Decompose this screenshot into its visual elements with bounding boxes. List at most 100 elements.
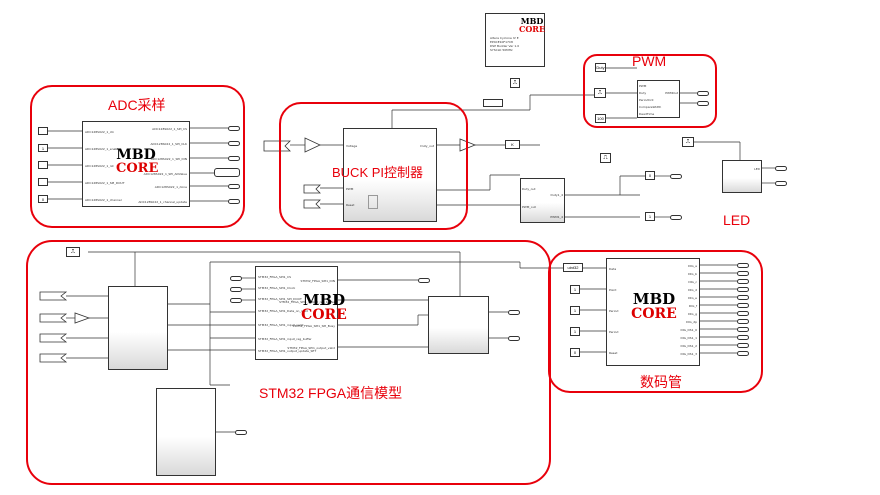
duty-switch-block[interactable]: Duty_out PWM_out Duty1_4 PWM1_4 bbox=[520, 178, 565, 223]
led-output-port[interactable] bbox=[775, 166, 787, 171]
fpga-info-block[interactable]: Altera Cyclone IV E EP4CE10F17C8 DSP Bui… bbox=[485, 13, 545, 67]
stm32-input-port[interactable] bbox=[230, 287, 242, 292]
seg-right-pin: DIG_c bbox=[688, 280, 697, 284]
seg-point-constant[interactable]: 1 bbox=[570, 285, 580, 294]
spi-output-port[interactable] bbox=[508, 310, 520, 315]
buck-gain-block[interactable]: K bbox=[505, 140, 520, 149]
pwm-pin: CompareWidth bbox=[639, 105, 662, 109]
seg-output-port[interactable] bbox=[737, 303, 749, 308]
clock-source-icon[interactable] bbox=[38, 127, 48, 135]
spi-output-port[interactable] bbox=[508, 336, 520, 341]
adc-value-output-port[interactable] bbox=[214, 168, 240, 177]
seg-right-pin: DIG_DS1_2 bbox=[680, 344, 697, 348]
mbd-core-logo: MBD CORE bbox=[116, 147, 159, 176]
seg-output-port[interactable] bbox=[737, 287, 749, 292]
pwm-pin: PWM bbox=[639, 84, 647, 88]
spi-controller-block[interactable] bbox=[108, 286, 168, 370]
seg-reset-constant[interactable]: 0 bbox=[570, 348, 580, 357]
adc128s022-block[interactable]: ADC128S022_1_clk ADC128S022_1_enable ADC… bbox=[82, 121, 190, 207]
adc-enable-constant[interactable]: 1 bbox=[38, 144, 48, 152]
seg-output-port[interactable] bbox=[737, 279, 749, 284]
seg-region-label: 数码管 bbox=[640, 374, 682, 390]
buck-region-label: BUCK PI控制器 bbox=[332, 165, 424, 180]
pwm-period-constant[interactable]: 100 bbox=[595, 114, 606, 123]
switch-output-port[interactable] bbox=[670, 174, 682, 179]
stm32-output-port[interactable] bbox=[235, 430, 247, 435]
buck-region-outline bbox=[279, 102, 468, 230]
seg-output-port[interactable] bbox=[737, 319, 749, 324]
stm32-input-port[interactable] bbox=[230, 276, 242, 281]
adc-left-pin: ADC128S022_1_rst bbox=[85, 164, 114, 168]
reset-source-icon[interactable] bbox=[38, 161, 48, 169]
pwm-generator-block[interactable]: PWM Duty PeriodCnt CompareWidth PWMOut D… bbox=[637, 80, 680, 118]
stm32-left-pin: STM32_FPGA_SPI1_Clock bbox=[258, 286, 296, 290]
seg-right-pin: DIG_f bbox=[688, 304, 697, 308]
adc-right-pin: ADC128S022_1_SPI_CS bbox=[152, 127, 187, 131]
switch-pin: Duty_out bbox=[522, 187, 536, 191]
seven-segment-driver-block[interactable]: Data Point Period Period Reset DIG_a DIG… bbox=[606, 258, 700, 366]
pwm-output-port[interactable] bbox=[697, 101, 709, 106]
buck-pi-controller-block[interactable]: Voltage PWM Reset Duty_out bbox=[343, 128, 437, 222]
stm32-output-port[interactable] bbox=[418, 278, 430, 283]
seg-data-constant[interactable]: uint32 bbox=[563, 263, 583, 272]
seg-left-pin: Reset bbox=[609, 351, 618, 355]
stm32-right-pin: STM32_FPGA_SPI1_SPI_Busy bbox=[292, 324, 335, 328]
adc-output-port[interactable] bbox=[228, 199, 240, 204]
switch-pin: PWM1_4 bbox=[550, 215, 563, 219]
seg-output-port[interactable] bbox=[737, 327, 749, 332]
switch-constant[interactable]: 1 bbox=[645, 212, 655, 221]
led-output-port[interactable] bbox=[775, 181, 787, 186]
switch-pin: PWM_out bbox=[522, 205, 536, 209]
stm32-right-pin: STM32_FPGA_SPI1_output_valid bbox=[287, 346, 335, 350]
led-clock-icon[interactable]: ⎍ bbox=[682, 137, 694, 147]
seg-output-port[interactable] bbox=[737, 263, 749, 268]
seg-output-port[interactable] bbox=[737, 295, 749, 300]
adc-output-port[interactable] bbox=[228, 184, 240, 189]
adc-output-port[interactable] bbox=[228, 141, 240, 146]
adc-left-pin: ADC128S022_1_enable bbox=[85, 147, 120, 151]
switch-output-port[interactable] bbox=[670, 215, 682, 220]
pwm-output-port[interactable] bbox=[697, 91, 709, 96]
stm32-fpga-spi-block[interactable]: STM32_FPGA_SPI1_CS STM32_FPGA_SPI1_Clock… bbox=[255, 266, 338, 360]
seg-output-port[interactable] bbox=[737, 311, 749, 316]
adc-channel-constant[interactable]: 0 bbox=[38, 195, 48, 203]
stm32-input-port[interactable] bbox=[230, 298, 242, 303]
info-line: EP4CE10F17C8 bbox=[490, 40, 513, 44]
stm32-left-pin: STM32_FPGA_SPI1_input_valid bbox=[258, 323, 304, 327]
seg-output-port[interactable] bbox=[737, 335, 749, 340]
step-signal-icon[interactable]: ⎍ bbox=[600, 153, 611, 163]
step-signal-icon[interactable]: ⎍ bbox=[510, 78, 520, 88]
seg-left-pin: Data bbox=[609, 267, 617, 271]
buck-pin: Voltage bbox=[346, 144, 358, 148]
adc-left-pin: ADC128S022_1_channel bbox=[85, 198, 122, 202]
seg-right-pin: DIG_d bbox=[688, 288, 697, 292]
pwm-duty-constant[interactable]: Duty bbox=[595, 63, 606, 72]
adc-right-pin: ADC128S022_1_done bbox=[154, 185, 187, 189]
seg-right-pin: DIG_DS1_0 bbox=[680, 328, 697, 332]
led-blink-block[interactable]: LED bbox=[722, 160, 762, 193]
stm32-subsystem-block[interactable] bbox=[156, 388, 216, 476]
adc-output-port[interactable] bbox=[228, 156, 240, 161]
info-line: SYSCLK 50MHz bbox=[490, 48, 513, 52]
adc-region-label: ADC采样 bbox=[108, 97, 166, 113]
adc-right-pin: ADC128S022_1_SPI_ADValue bbox=[143, 172, 187, 176]
buck-inner-subsystem bbox=[368, 195, 378, 209]
stm32-clock-icon[interactable]: ⎍ bbox=[66, 247, 80, 257]
spi-data-handler-block[interactable] bbox=[428, 296, 489, 354]
led-label: LED bbox=[723, 212, 751, 228]
display-scope-icon[interactable] bbox=[483, 99, 503, 107]
switch-constant[interactable]: 0 bbox=[645, 171, 655, 180]
seg-period-constant[interactable]: 1 bbox=[570, 327, 580, 336]
seg-output-port[interactable] bbox=[737, 271, 749, 276]
seg-period-constant[interactable]: 1 bbox=[570, 306, 580, 315]
adc-output-port[interactable] bbox=[228, 126, 240, 131]
dout-input-icon[interactable] bbox=[38, 178, 48, 186]
adc-right-pin: ADC128S022_1_SPI_CLK bbox=[150, 142, 187, 146]
mbd-core-logo: MBD CORE bbox=[518, 16, 546, 34]
stm32-region-label: STM32 FPGA通信模型 bbox=[259, 385, 403, 401]
pwm-clock-icon[interactable]: ⎍ bbox=[594, 88, 606, 98]
stm32-left-pin: STM32_FPGA_SPI1_Data_on_read bbox=[258, 309, 308, 313]
seg-output-port[interactable] bbox=[737, 343, 749, 348]
seg-output-port[interactable] bbox=[737, 351, 749, 356]
seg-right-pin: DIG_DS1_3 bbox=[680, 352, 697, 356]
